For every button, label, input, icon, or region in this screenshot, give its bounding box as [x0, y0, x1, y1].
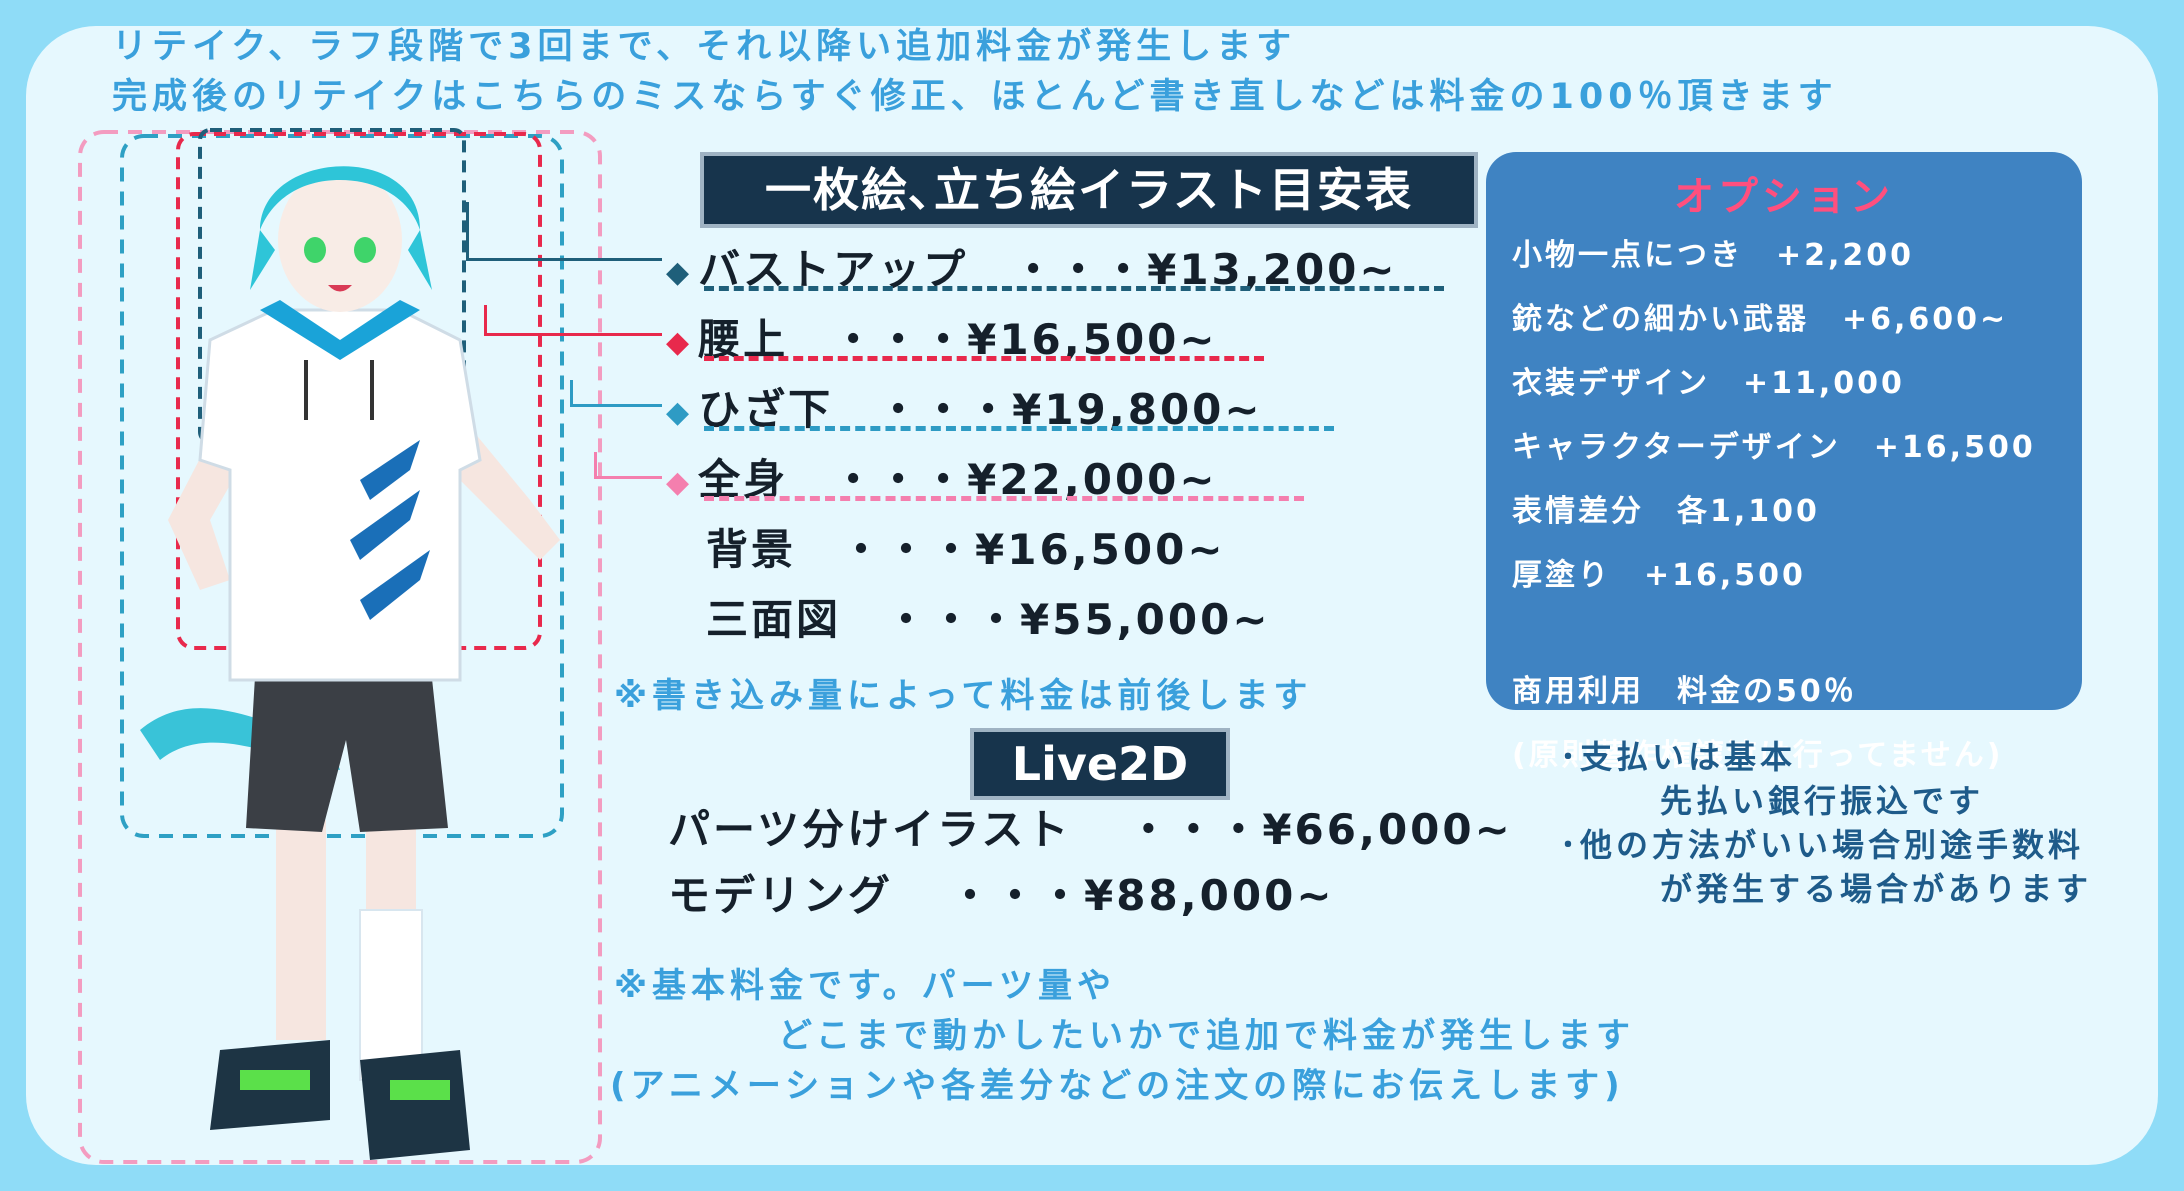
connector-full-vertical [594, 452, 599, 476]
options-title: オプション [1674, 174, 1894, 220]
character-illustration [78, 128, 602, 1164]
retake-notice-line2: 完成後のリテイクはこちらのミスならすぐ修正、ほとんど書き直しなどは料金の100％… [112, 77, 1838, 117]
waist-underline [704, 356, 1264, 361]
option-item: キャラクターデザイン +16,500 [1512, 430, 2036, 465]
price-value: ・・・¥13,200~ [1012, 245, 1398, 294]
price-value: ・・・¥55,000~ [885, 595, 1271, 644]
live2d-row-modeling: モデリング ・・・¥88,000~ [668, 862, 1335, 923]
price-value: ・・・¥88,000~ [949, 871, 1335, 920]
price-value: ・・・¥22,000~ [832, 455, 1218, 504]
live2d-row-parts: パーツ分けイラスト ・・・¥66,000~ [668, 796, 1513, 857]
price-value: ・・・¥16,500~ [832, 315, 1218, 364]
connector-knee [570, 404, 662, 407]
hoodie-shape [198, 308, 482, 682]
price-row-background: 背景・・・¥16,500~ [706, 516, 1226, 577]
live2d-note-line1: ※基本料金です。パーツ量や [614, 966, 1116, 1006]
connector-waist [484, 333, 662, 336]
price-label: 腰上 [698, 315, 789, 364]
live2d-note-line2: どこまで動かしたいかで追加で料金が発生します [778, 1016, 1635, 1056]
price-row-bust: ◆バストアップ・・・¥13,200~ [666, 236, 1398, 297]
price-label: パーツ分けイラスト [668, 805, 1072, 854]
knee-marker-icon: ◆ [666, 395, 693, 430]
price-row-waist: ◆腰上・・・¥16,500~ [666, 306, 1218, 367]
face-shape [278, 168, 402, 312]
price-label: 全身 [698, 455, 789, 504]
price-label: ひざ下 [698, 385, 834, 434]
price-row-full: ◆全身・・・¥22,000~ [666, 446, 1218, 507]
price-row-three-view: 三面図・・・¥55,000~ [706, 586, 1271, 647]
live2d-note-line3: (アニメーションや各差分などの注文の際にお伝えします) [610, 1066, 1625, 1106]
price-row-knee: ◆ひざ下・・・¥19,800~ [666, 376, 1263, 437]
full-body-frame [78, 130, 602, 1164]
option-item: 銃などの細かい武器 +6,600~ [1512, 302, 2009, 337]
connector-full [594, 476, 662, 479]
bust-underline [704, 286, 1444, 291]
illustration-note: ※書き込み量によって料金は前後します [614, 676, 1313, 716]
payment-line2: 先払い銀行振込です [1660, 782, 1985, 820]
price-value: ・・・¥16,500~ [840, 525, 1226, 574]
commercial-use-item: 商用利用 料金の50％ [1512, 674, 1857, 709]
full-underline [704, 496, 1304, 501]
price-label: バストアップ [698, 245, 969, 294]
option-item: 小物一点につき +2,200 [1512, 238, 1915, 273]
live2d-title: Live2D [970, 728, 1230, 800]
option-item: 表情差分 各1,100 [1512, 494, 1820, 529]
price-label: モデリング [668, 871, 894, 920]
illustration-price-title: 一枚絵､立ち絵イラスト目安表 [700, 152, 1478, 228]
payment-line3: ･他の方法がいい場合別途手数料 [1560, 826, 2085, 864]
retake-notice-line1: リテイク、ラフ段階で3回まで、それ以降い追加料金が発生します [112, 27, 1297, 67]
connector-waist-vertical [484, 305, 489, 333]
bust-marker-icon: ◆ [666, 255, 693, 290]
price-value: ・・・¥19,800~ [877, 385, 1263, 434]
payment-line4: が発生する場合があります [1660, 870, 2093, 908]
connector-bust-vertical [466, 202, 471, 258]
right-boot [360, 1050, 470, 1160]
hair-shape [260, 166, 420, 230]
connector-bust [466, 258, 662, 261]
price-label: 三面図 [706, 595, 842, 644]
waist-marker-icon: ◆ [666, 325, 693, 360]
price-value: ・・・¥66,000~ [1127, 805, 1513, 854]
knee-underline [704, 426, 1334, 431]
copyright-note: (原則著作権譲渡は行ってません) [1512, 738, 2004, 773]
options-panel: オプション 小物一点につき +2,200 銃などの細かい武器 +6,600~ 衣… [1486, 152, 2082, 773]
shorts-shape [246, 660, 448, 832]
connector-knee-vertical [570, 380, 575, 404]
payment-line1: ･支払いは基本 [1560, 738, 1797, 776]
option-item: 衣装デザイン +11,000 [1512, 366, 1905, 401]
full-marker-icon: ◆ [666, 465, 693, 500]
price-label: 背景 [706, 525, 797, 574]
option-item: 厚塗り +16,500 [1512, 558, 1806, 593]
